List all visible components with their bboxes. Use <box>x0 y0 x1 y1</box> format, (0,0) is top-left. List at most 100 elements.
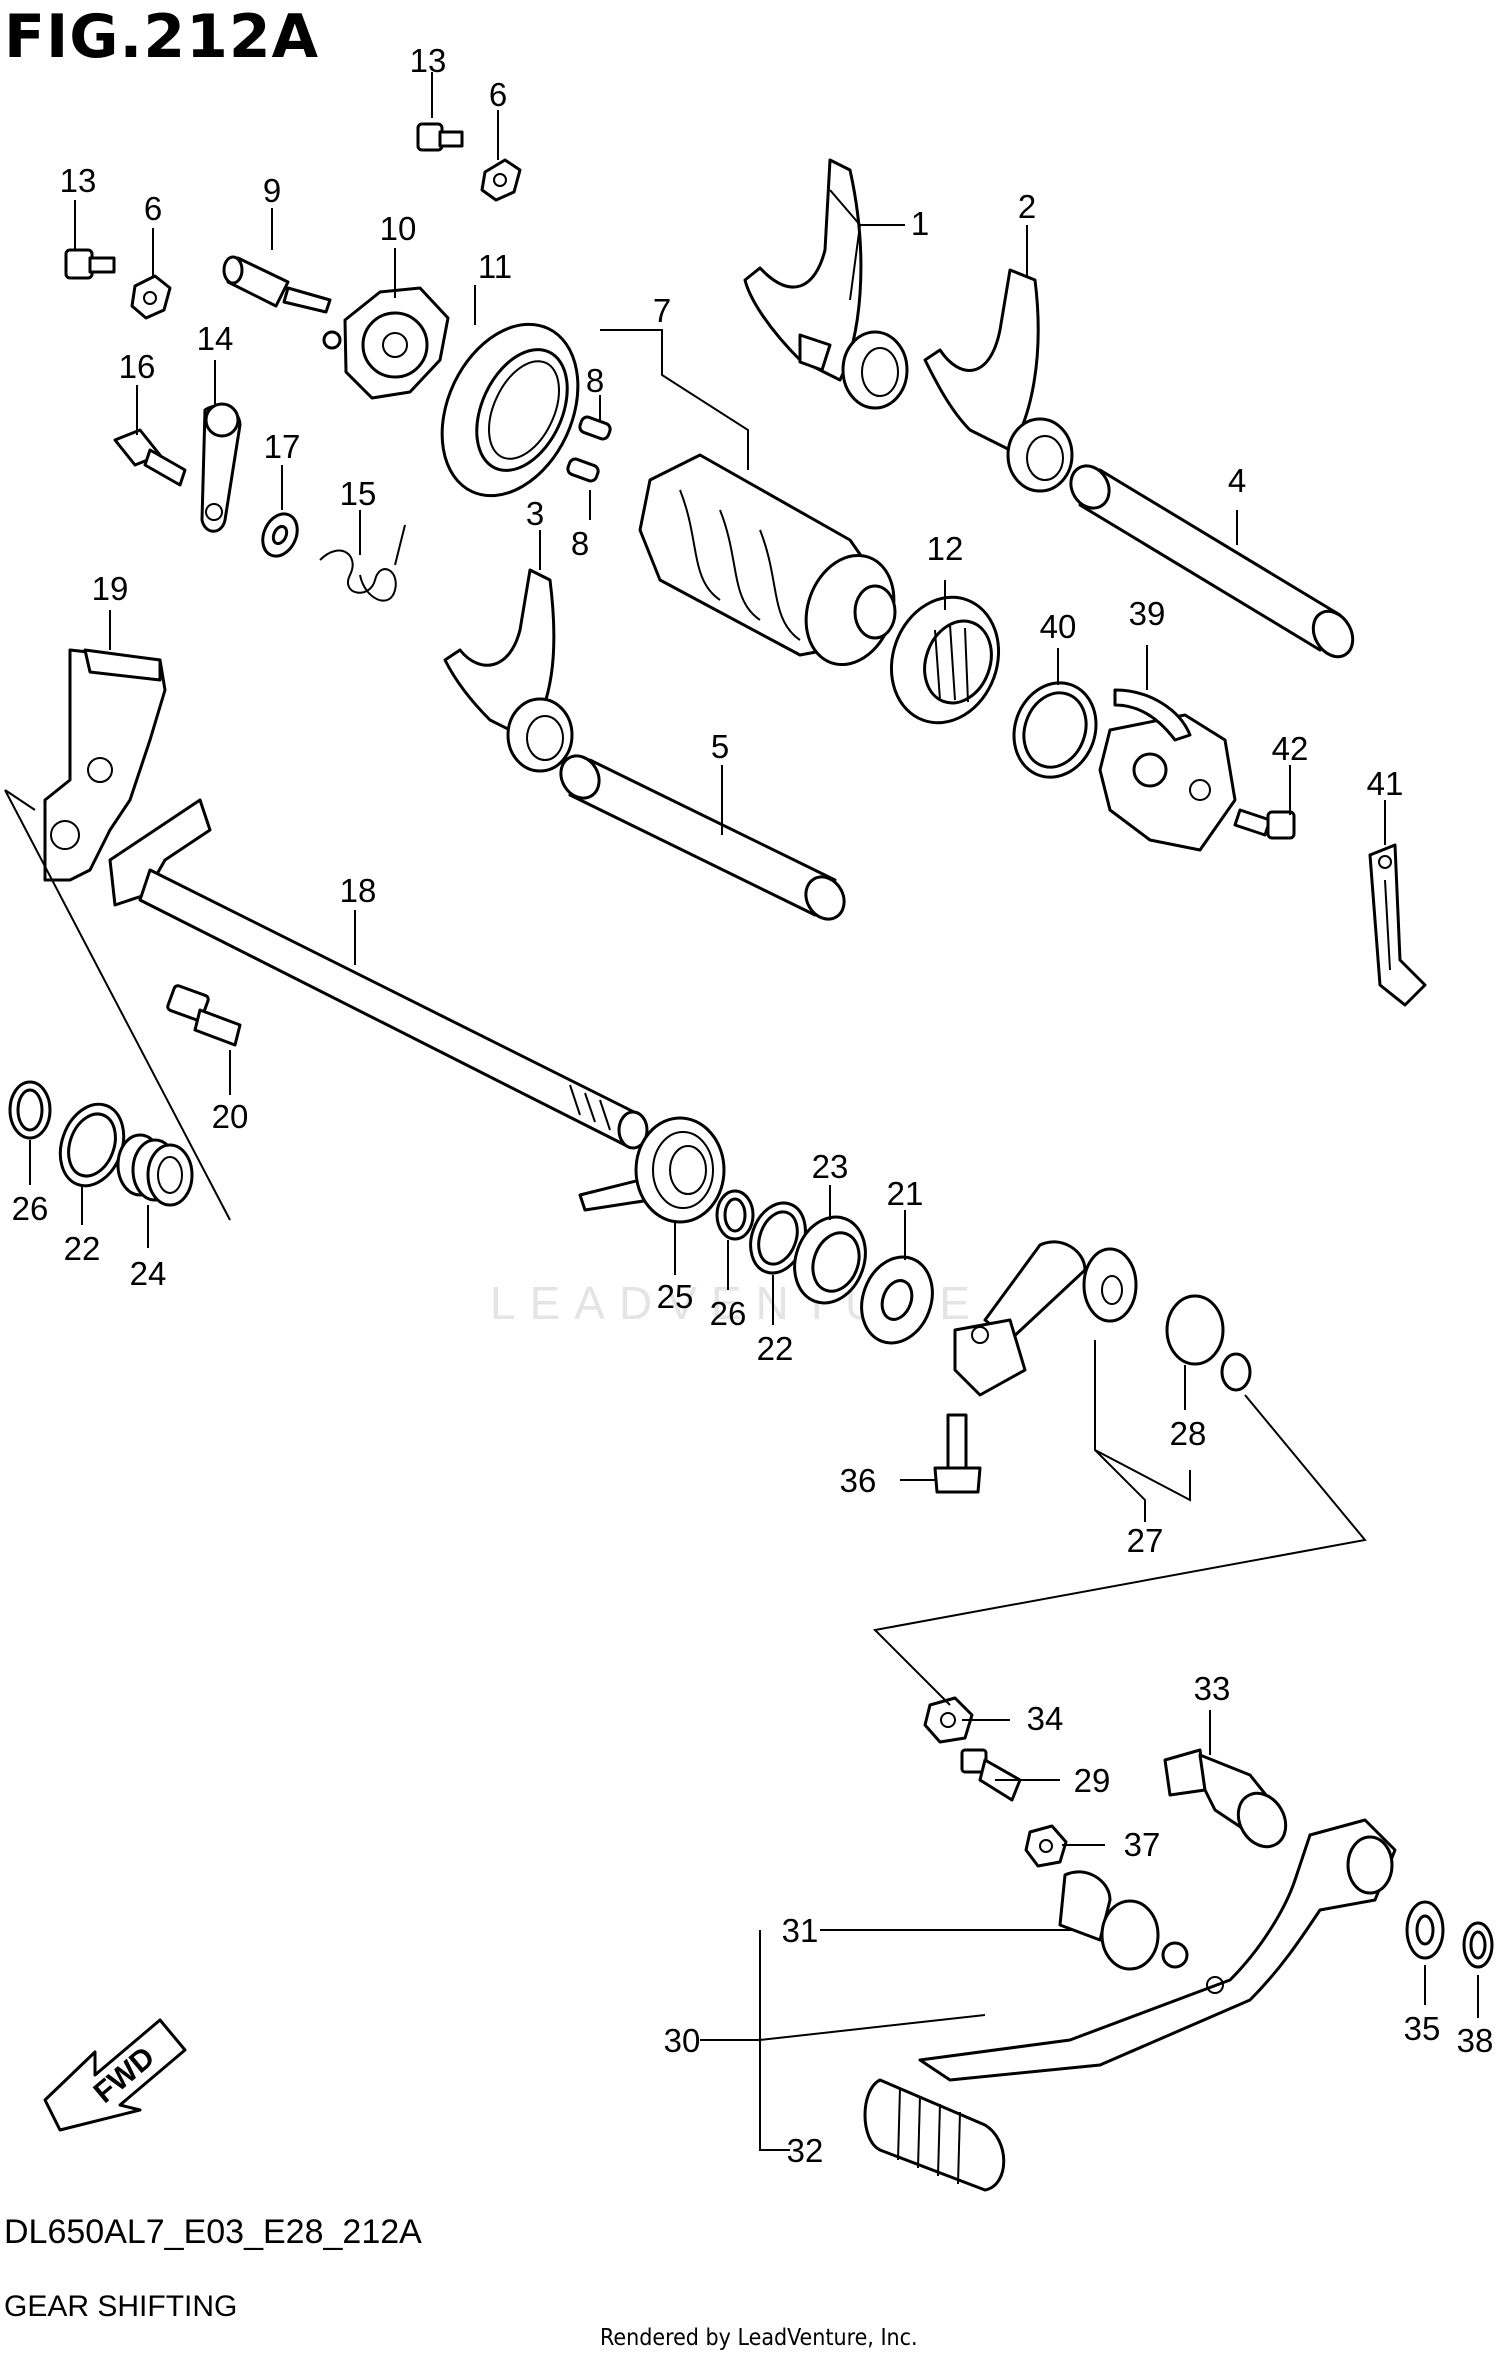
lock-plate-6-left <box>130 274 172 320</box>
callout-22-left: 22 <box>64 1230 101 1267</box>
callout-14: 14 <box>197 320 234 357</box>
callout-12: 12 <box>927 530 964 567</box>
callout-40: 40 <box>1040 608 1077 645</box>
callout-35: 35 <box>1404 2010 1441 2047</box>
callout-19: 19 <box>92 570 129 607</box>
callout-20: 20 <box>212 1098 249 1135</box>
callout-41: 41 <box>1367 765 1404 802</box>
pin-9 <box>222 255 332 314</box>
washer-35 <box>1405 1900 1445 1960</box>
shift-link-27 <box>953 1240 1138 1397</box>
figure-title: FIG.212A <box>4 2 320 72</box>
callout-30: 30 <box>664 2022 701 2059</box>
shift-pedal-rubber-32 <box>863 2078 1006 2192</box>
circlip-26-middle <box>715 1189 755 1241</box>
bolt-42 <box>1233 808 1296 840</box>
callout-13-top: 13 <box>410 42 447 79</box>
washer-17 <box>261 512 299 558</box>
lock-plate-6-top <box>480 158 522 202</box>
callout-33: 33 <box>1194 1670 1231 1707</box>
callout-42: 42 <box>1272 730 1309 767</box>
callout-21: 21 <box>887 1175 924 1212</box>
callout-18: 18 <box>340 872 377 909</box>
bolt-29 <box>960 1748 1022 1802</box>
callout-16: 16 <box>119 348 156 385</box>
cam-plate-10 <box>322 286 450 400</box>
callout-1: 1 <box>911 205 929 242</box>
callout-2: 2 <box>1018 188 1036 225</box>
callout-15: 15 <box>340 475 377 512</box>
callout-23: 23 <box>812 1148 849 1185</box>
bearing-11 <box>440 322 580 498</box>
callout-38: 38 <box>1457 2022 1494 2059</box>
forward-direction-arrow: FWD <box>43 2018 187 2132</box>
shift-fork-3 <box>443 568 574 773</box>
needle-bearing-12 <box>889 595 1001 725</box>
gearshift-shaft-18 <box>108 798 649 1150</box>
circlip-26-left <box>8 1080 52 1140</box>
gear-position-switch-39 <box>1098 688 1237 852</box>
shift-fork-2 <box>923 268 1074 493</box>
pivot-bolt-33 <box>1163 1748 1288 1849</box>
callout-labels: 13 6 13 6 9 10 11 7 8 8 1 2 3 4 12 40 39… <box>12 42 1494 2169</box>
bolt-16 <box>113 428 187 487</box>
rod-end-31 <box>1058 1870 1189 1971</box>
figure-code: DL650AL7_E03_E28_212A <box>4 2213 422 2251</box>
callout-29: 29 <box>1074 1762 1111 1799</box>
callout-27: 27 <box>1127 1522 1164 1559</box>
clamp-41 <box>1368 843 1427 1007</box>
stud-bolt-20 <box>166 984 242 1047</box>
stopper-arm-14 <box>200 402 242 533</box>
spring-15 <box>319 524 406 602</box>
callout-31: 31 <box>782 1912 819 1949</box>
screw-13-top <box>416 122 464 152</box>
callout-37: 37 <box>1124 1826 1161 1863</box>
ball-joint-28 <box>1165 1294 1252 1392</box>
callout-22-middle: 22 <box>757 1330 794 1367</box>
callout-7: 7 <box>653 292 671 329</box>
callout-17: 17 <box>264 428 301 465</box>
oil-seal-23 <box>793 1215 867 1305</box>
fork-shaft-4 <box>1069 464 1355 659</box>
callout-39: 39 <box>1129 595 1166 632</box>
callout-8-bottom: 8 <box>571 525 589 562</box>
washer-22-left <box>58 1102 126 1188</box>
callout-10: 10 <box>380 210 417 247</box>
render-credit: Rendered by LeadVenture, Inc. <box>600 2325 918 2351</box>
callout-9: 9 <box>263 172 281 209</box>
spring-24 <box>116 1133 194 1207</box>
callout-4: 4 <box>1228 462 1246 499</box>
callout-6-left: 6 <box>144 190 162 227</box>
shift-bracket-19 <box>43 648 167 882</box>
callout-11: 11 <box>478 248 512 285</box>
nut-37 <box>1024 1824 1068 1868</box>
callout-13-left: 13 <box>60 162 97 199</box>
washer-22-middle <box>749 1201 807 1275</box>
callout-34: 34 <box>1027 1700 1064 1737</box>
callout-3: 3 <box>526 495 544 532</box>
callout-6-top: 6 <box>489 76 507 113</box>
washer-21 <box>860 1255 934 1345</box>
figure-name: GEAR SHIFTING <box>4 2290 238 2323</box>
shift-fork-1 <box>743 158 909 410</box>
fork-shaft-5 <box>559 754 846 921</box>
pin-8-top <box>578 415 612 441</box>
circlip-38 <box>1462 1921 1494 1969</box>
callout-32: 32 <box>787 2132 824 2169</box>
callout-25: 25 <box>657 1278 694 1315</box>
callout-26-left: 26 <box>12 1190 49 1227</box>
o-ring-40 <box>1012 681 1098 779</box>
callout-5: 5 <box>711 728 729 765</box>
return-spring-25 <box>578 1116 726 1224</box>
shift-drum-7 <box>638 453 897 667</box>
screw-13-left <box>64 248 116 280</box>
shift-lever-30 <box>918 1818 1397 2082</box>
pin-8-bottom <box>566 457 600 483</box>
leader-lines <box>4 72 1479 2151</box>
callout-36: 36 <box>840 1462 877 1499</box>
callout-24: 24 <box>130 1255 167 1292</box>
callout-26-middle: 26 <box>710 1295 747 1332</box>
callout-8-top: 8 <box>586 362 604 399</box>
callout-28: 28 <box>1170 1415 1207 1452</box>
